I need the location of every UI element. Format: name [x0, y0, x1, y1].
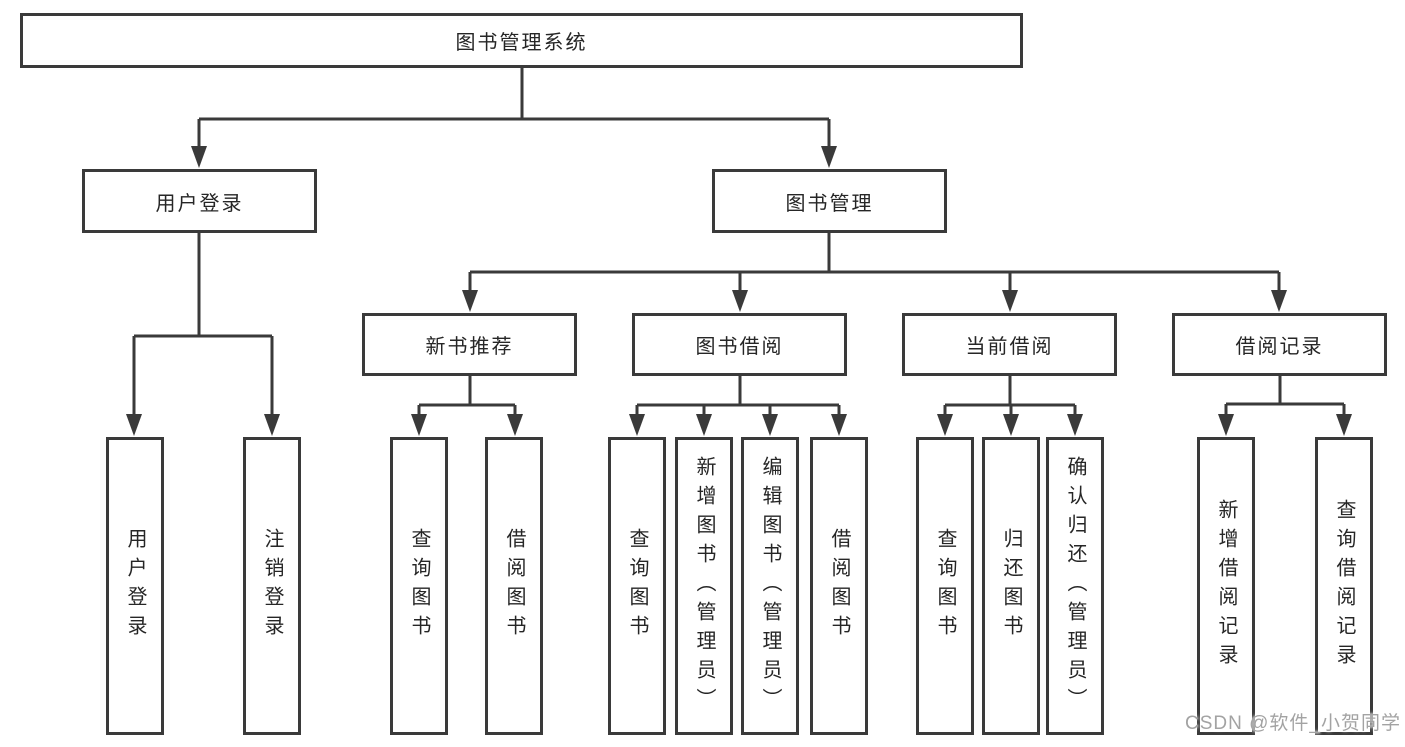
node-label: 当前借阅	[965, 336, 1054, 358]
leaf-label: 用户登录	[124, 528, 146, 644]
node-new-book-recommend: 新书推荐	[362, 313, 577, 376]
watermark: CSDN @软件_小贺同学	[1185, 713, 1401, 734]
leaf-label: 借阅图书	[828, 528, 850, 644]
leaf-label: 注销登录	[261, 528, 283, 644]
leaf-query-books-current: 查询图书	[916, 437, 974, 735]
leaf-label: 新增图书（管理员）	[693, 455, 715, 717]
node-label: 图书借阅	[695, 336, 784, 358]
node-book-borrow: 图书借阅	[632, 313, 847, 376]
leaf-confirm-return-admin: 确认归还（管理员）	[1046, 437, 1104, 735]
node-label: 图书管理系统	[455, 32, 588, 54]
node-label: 借阅记录	[1235, 336, 1324, 358]
leaf-label: 确认归还（管理员）	[1064, 455, 1086, 717]
leaf-label: 查询图书	[934, 528, 956, 644]
leaf-label: 查询借阅记录	[1333, 499, 1355, 673]
node-user-login: 用户登录	[82, 169, 317, 233]
leaf-label: 借阅图书	[503, 528, 525, 644]
leaf-borrow-books-recommend: 借阅图书	[485, 437, 543, 735]
leaf-return-books: 归还图书	[982, 437, 1040, 735]
leaf-label: 新增借阅记录	[1215, 499, 1237, 673]
leaf-label: 查询图书	[408, 528, 430, 644]
leaf-borrow-books: 借阅图书	[810, 437, 868, 735]
leaf-user-login: 用户登录	[106, 437, 164, 735]
node-label: 图书管理	[785, 192, 874, 215]
node-book-management: 图书管理	[712, 169, 947, 233]
node-label: 新书推荐	[425, 336, 514, 358]
leaf-query-borrow-record: 查询借阅记录	[1315, 437, 1373, 735]
node-current-borrow: 当前借阅	[902, 313, 1117, 376]
leaf-edit-books-admin: 编辑图书（管理员）	[741, 437, 799, 735]
leaf-logout: 注销登录	[243, 437, 301, 735]
leaf-add-borrow-record: 新增借阅记录	[1197, 437, 1255, 735]
node-root-system: 图书管理系统	[20, 13, 1023, 68]
leaf-add-books-admin: 新增图书（管理员）	[675, 437, 733, 735]
leaf-label: 查询图书	[626, 528, 648, 644]
leaf-label: 编辑图书（管理员）	[759, 455, 781, 717]
node-label: 用户登录	[155, 192, 244, 215]
leaf-label: 归还图书	[1000, 528, 1022, 644]
leaf-query-books-recommend: 查询图书	[390, 437, 448, 735]
node-borrow-records: 借阅记录	[1172, 313, 1387, 376]
leaf-query-books-borrow: 查询图书	[608, 437, 666, 735]
